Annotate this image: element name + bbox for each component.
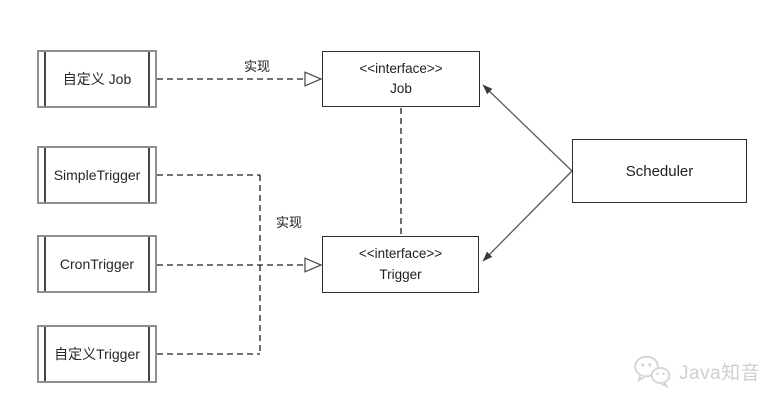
component-bar-icon [148,52,150,106]
interface-name: Trigger [379,266,422,282]
component-bar-icon [44,52,46,106]
component-bar-icon [44,148,46,202]
class-node-custom-job: 自定义 Job [37,50,157,108]
component-bar-icon [148,327,150,381]
edge-label-realize-trigger: 实现 [275,215,302,230]
component-bar-icon [148,237,150,291]
watermark-text: Java知音 [679,363,761,384]
edge-scheduler-job [482,84,573,172]
interface-stereotype: <<interface>> [358,246,443,262]
class-node-label: 自定义Trigger [54,346,140,362]
class-node-crontrigger: CronTrigger [37,235,157,293]
component-bar-icon [44,327,46,381]
wechat-icon [634,355,671,389]
watermark: Java知音 [633,354,760,389]
hollow-arrowhead-trigger [304,257,323,273]
interface-name: Job [390,81,412,96]
component-bar-icon [148,148,150,202]
component-bar-icon [44,237,46,291]
interface-node-trigger: <<interface>> Trigger [322,236,479,293]
edge-scheduler-trigger [482,170,573,262]
edge-label-realize-job: 实现 [243,59,270,74]
class-node-label: Scheduler [625,162,694,180]
class-node-custom-trigger: 自定义Trigger [37,325,157,383]
interface-node-job: <<interface>> Job [322,51,480,107]
hollow-arrowhead-job [304,71,323,87]
class-node-label: SimpleTrigger [53,167,141,183]
class-node-label: CronTrigger [59,256,135,272]
class-node-simpletrigger: SimpleTrigger [37,146,157,204]
class-node-scheduler: Scheduler [572,139,747,203]
interface-stereotype: <<interface>> [359,60,443,76]
class-node-label: 自定义 Job [62,71,132,87]
